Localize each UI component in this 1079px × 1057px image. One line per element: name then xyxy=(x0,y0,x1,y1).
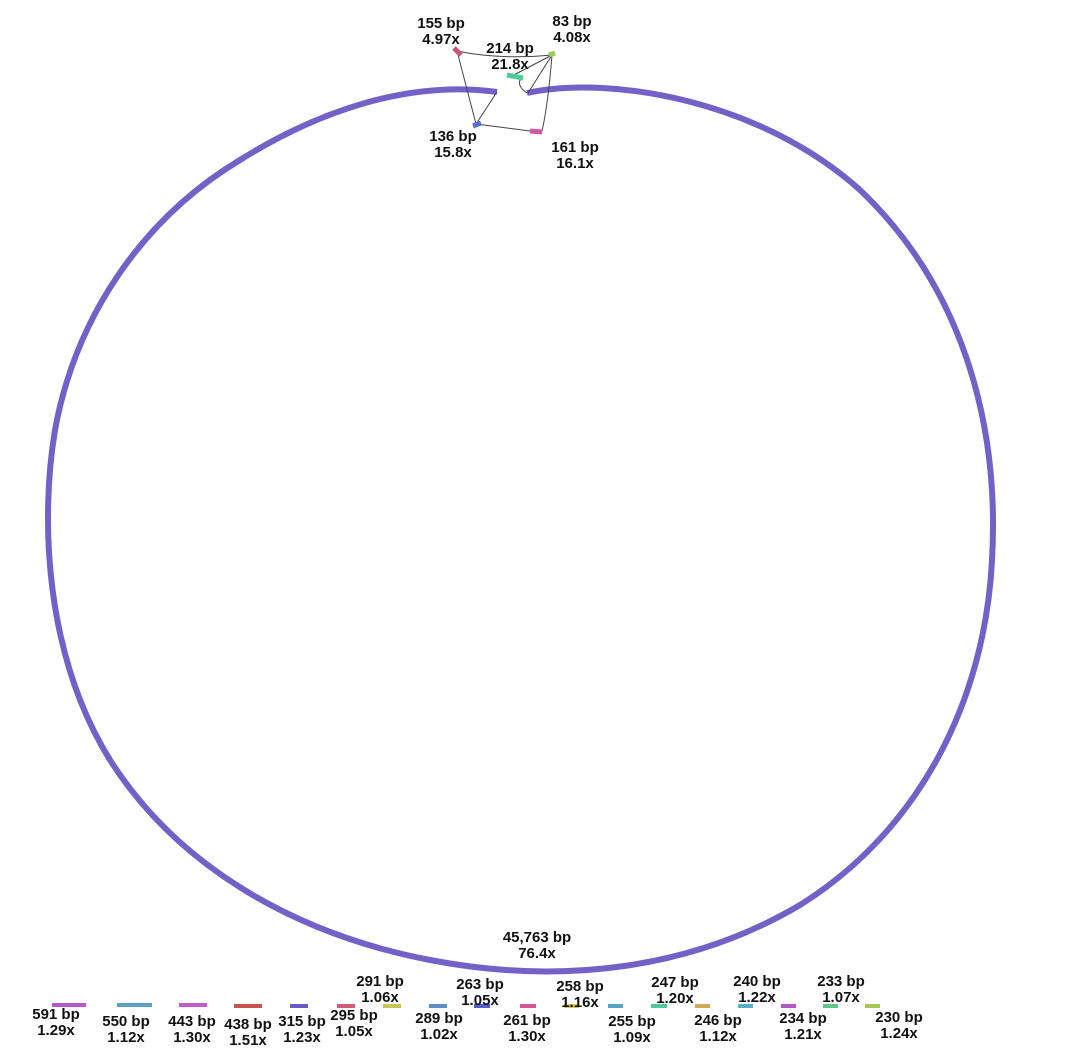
contig-83-node[interactable] xyxy=(548,50,556,58)
contig-155-node[interactable] xyxy=(452,46,463,57)
unconnected-contig-depth: 1.24x xyxy=(880,1025,918,1042)
unconnected-contig-depth: 1.16x xyxy=(561,994,599,1011)
unconnected-contig-length: 291 bp xyxy=(356,973,404,990)
unconnected-contig-length: 258 bp xyxy=(556,978,604,995)
unconnected-contig-depth: 1.07x xyxy=(822,989,860,1006)
contig-161-depth: 16.1x xyxy=(556,155,594,172)
unconnected-contig-length: 261 bp xyxy=(503,1012,551,1029)
graph-edge xyxy=(456,50,553,58)
unconnected-contig-depth: 1.30x xyxy=(508,1028,546,1045)
unconnected-contig-depth: 1.21x xyxy=(784,1026,822,1043)
contig-155-depth: 4.97x xyxy=(422,31,460,48)
unconnected-contig-depth: 1.09x xyxy=(613,1029,651,1046)
contig-136-depth: 15.8x xyxy=(434,144,472,161)
unconnected-contig-length: 255 bp xyxy=(608,1013,656,1030)
graph-edge xyxy=(475,123,531,132)
unconnected-contig-length: 295 bp xyxy=(330,1007,378,1024)
unconnected-contig-length: 240 bp xyxy=(733,973,781,990)
graph-edge xyxy=(456,50,477,125)
unconnected-contig-depth: 1.30x xyxy=(173,1029,211,1046)
contig-83-depth: 4.08x xyxy=(553,29,591,46)
unconnected-contig-length: 233 bp xyxy=(817,973,865,990)
unconnected-contig-length: 315 bp xyxy=(278,1013,326,1030)
graph-edge xyxy=(527,54,553,94)
contig-214-node[interactable] xyxy=(506,72,524,81)
main-contig-length: 45,763 bp xyxy=(503,929,571,946)
unconnected-contig-depth: 1.22x xyxy=(738,989,776,1006)
unconnected-contig-depth: 1.05x xyxy=(461,992,499,1009)
unconnected-contig-length: 234 bp xyxy=(779,1010,827,1027)
unconnected-contig-length: 247 bp xyxy=(651,974,699,991)
unconnected-contig-depth: 1.02x xyxy=(420,1026,458,1043)
contig-161-length: 161 bp xyxy=(551,139,599,156)
main-contig-depth: 76.4x xyxy=(518,945,556,962)
contig-214-depth: 21.8x xyxy=(491,56,529,73)
contig-214-length: 214 bp xyxy=(486,40,534,57)
contig-155-length: 155 bp xyxy=(417,15,465,32)
contig-136-node[interactable] xyxy=(472,120,482,129)
unconnected-contig-depth: 1.23x xyxy=(283,1029,321,1046)
unconnected-contig-depth: 1.06x xyxy=(361,989,399,1006)
unconnected-contig-length: 438 bp xyxy=(224,1016,272,1033)
graph-edge xyxy=(541,54,553,132)
unconnected-contig-depth: 1.29x xyxy=(37,1022,75,1039)
unconnected-contig-depth: 1.05x xyxy=(335,1023,373,1040)
unconnected-contig-length: 246 bp xyxy=(694,1012,742,1029)
unconnected-contig-length: 230 bp xyxy=(875,1009,923,1026)
unconnected-contig-length: 550 bp xyxy=(102,1013,150,1030)
contig-161-node[interactable] xyxy=(529,128,543,135)
unconnected-contig-length: 591 bp xyxy=(32,1006,80,1023)
main-contig-node[interactable] xyxy=(45,84,996,975)
unconnected-contig-depth: 1.12x xyxy=(107,1029,145,1046)
graph-edge xyxy=(475,91,498,125)
unconnected-contig-length: 263 bp xyxy=(456,976,504,993)
contig-136-length: 136 bp xyxy=(429,128,477,145)
unconnected-contig-length: 443 bp xyxy=(168,1013,216,1030)
graph-edge xyxy=(509,54,553,78)
unconnected-contig-depth: 1.12x xyxy=(699,1028,737,1045)
unconnected-contig-depth: 1.51x xyxy=(229,1032,267,1049)
contig-83-length: 83 bp xyxy=(552,13,591,30)
unconnected-contig-length: 289 bp xyxy=(415,1010,463,1027)
unconnected-contig-depth: 1.20x xyxy=(656,990,694,1007)
